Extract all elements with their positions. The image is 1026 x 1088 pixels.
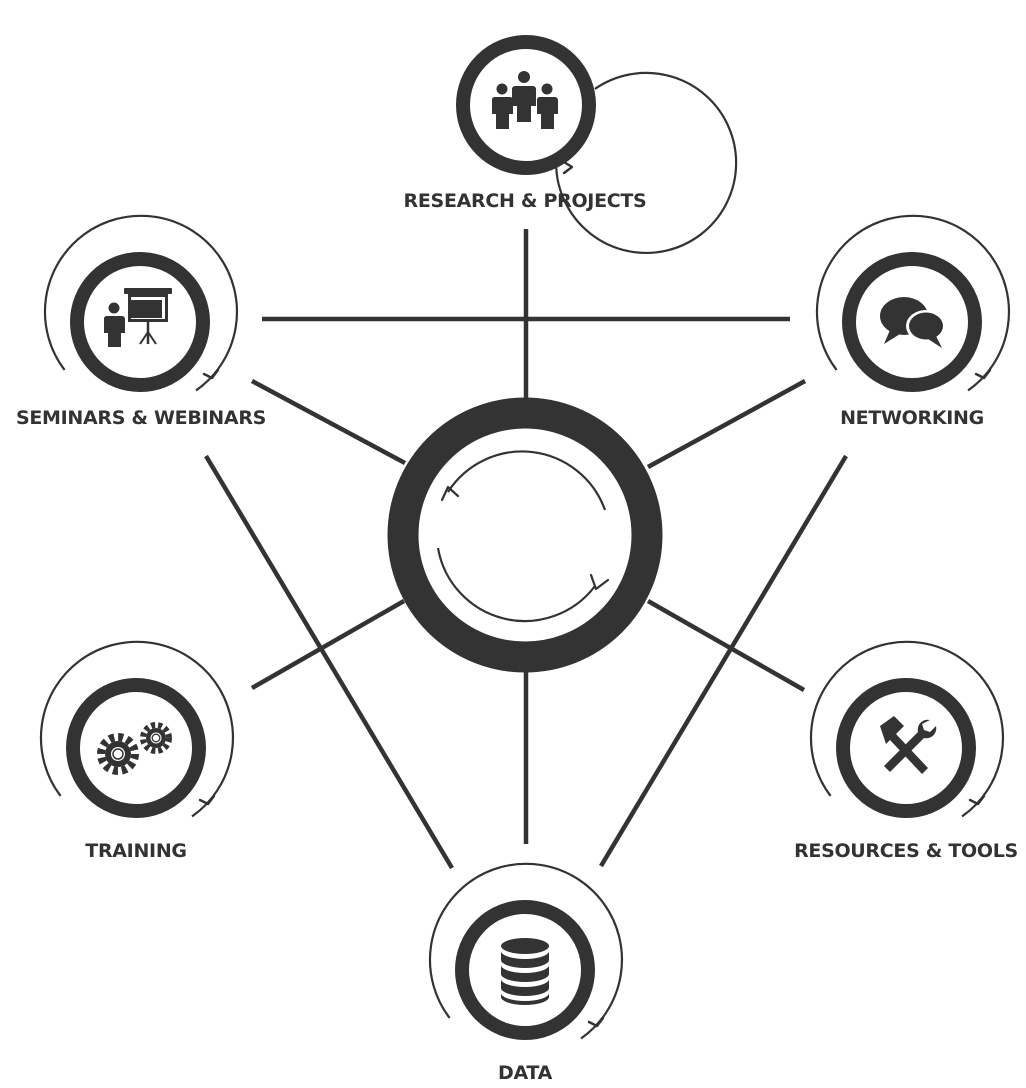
node-ring xyxy=(836,678,976,818)
node-ring xyxy=(70,252,210,392)
arc-arrowhead xyxy=(974,368,992,380)
cycle-arc xyxy=(815,214,1011,392)
node-label-training: TRAINING xyxy=(85,840,187,862)
people-group-icon xyxy=(491,71,558,129)
node-label-networking: NETWORKING xyxy=(840,407,984,429)
presenter-board-icon xyxy=(103,288,172,347)
center-ring xyxy=(387,397,663,673)
cycle-arc xyxy=(428,862,624,1040)
node-resources[interactable] xyxy=(802,629,1015,820)
node-ring xyxy=(456,35,596,175)
arc-arrowhead xyxy=(198,794,216,806)
node-ring xyxy=(842,252,982,392)
node-networking[interactable] xyxy=(808,203,1021,394)
cycle-arc xyxy=(809,640,1005,818)
node-ring xyxy=(66,678,206,818)
connector-networking-data xyxy=(599,454,848,868)
connector-resources-center xyxy=(646,599,806,692)
node-label-data: DATA xyxy=(498,1062,552,1084)
connector-lines xyxy=(204,229,848,870)
center-hub xyxy=(387,397,663,673)
hammer-wrench-icon xyxy=(880,716,937,774)
node-label-research: RESEARCH & PROJECTS xyxy=(403,190,647,212)
database-icon xyxy=(501,938,549,1005)
node-label-seminars: SEMINARS & WEBINARS xyxy=(15,407,267,429)
cycle-arrows-icon xyxy=(436,450,610,623)
chat-bubbles-icon xyxy=(880,297,946,348)
connector-seminars-data xyxy=(204,454,454,870)
cycle-arc xyxy=(555,71,738,255)
arc-arrowhead xyxy=(968,794,986,806)
connector-training-center xyxy=(250,599,406,690)
connector-networking-center xyxy=(646,379,807,469)
arc-arrowhead xyxy=(562,160,574,175)
node-training[interactable] xyxy=(32,629,245,820)
connector-seminars-center xyxy=(250,379,407,465)
node-seminars[interactable] xyxy=(36,203,249,394)
cycle-arc xyxy=(39,640,235,818)
gears-icon xyxy=(97,722,172,775)
node-label-resources: RESOURCES & TOOLS xyxy=(794,840,1018,862)
arc-arrowhead xyxy=(587,1016,605,1028)
node-ring xyxy=(455,900,595,1040)
cycle-arc xyxy=(43,214,239,392)
node-research[interactable] xyxy=(456,35,744,260)
arc-arrowhead xyxy=(202,368,220,380)
node-data[interactable] xyxy=(421,851,634,1042)
